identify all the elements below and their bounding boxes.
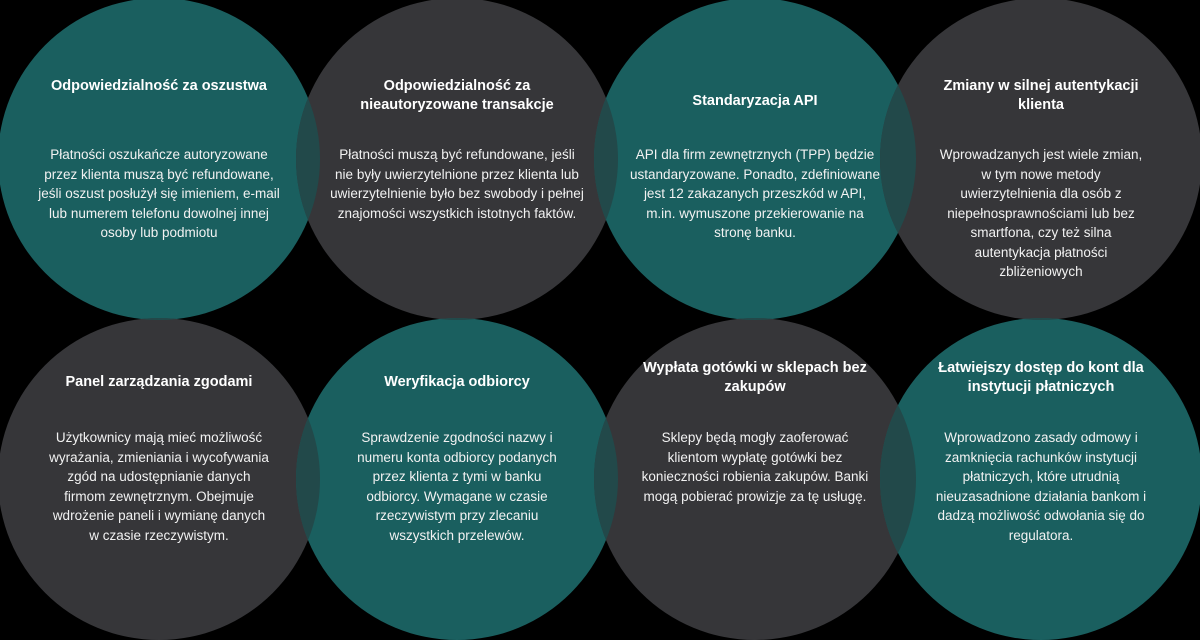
circle-8: Łatwiejszy dostęp do kont dla instytucji… — [880, 318, 1200, 640]
circle-6: Weryfikacja odbiorcy Sprawdzenie zgodnoś… — [296, 318, 618, 640]
circle-text: Użytkownicy mają mieć możliwość wyrażani… — [49, 430, 269, 543]
circle-5-bg — [0, 318, 320, 640]
circle-text: Sklepy będą mogły zaoferować klientom wy… — [641, 430, 869, 504]
circle-title: Zmiany w silnej autentykacji klienta — [943, 78, 1139, 113]
circle-text: Wprowadzanych jest wiele zmian, w tym no… — [939, 147, 1143, 279]
circle-title: Wypłata gotówki w sklepach bez zakupów — [643, 360, 867, 395]
circle-title: Odpowiedzialność za oszustwa — [51, 78, 267, 94]
circle-3-bg — [594, 0, 916, 320]
circle-text: Płatności muszą być refundowane, jeśli n… — [330, 147, 584, 221]
circle-title: Panel zarządzania zgodami — [65, 374, 253, 390]
circle-4-bg — [880, 0, 1200, 320]
circle-3: Standaryzacja API API dla firm zewnętrzn… — [594, 0, 916, 320]
circle-7: Wypłata gotówki w sklepach bez zakupów S… — [594, 318, 916, 640]
circle-text: Sprawdzenie zgodności nazwy i numeru kon… — [357, 430, 557, 543]
circle-text: Płatności oszukańcze autoryzowane przez … — [38, 147, 280, 240]
circle-5: Panel zarządzania zgodami Użytkownicy ma… — [0, 318, 320, 640]
circle-title: Odpowiedzialność za nieautoryzowane tran… — [360, 78, 554, 113]
circle-title: Weryfikacja odbiorcy — [384, 374, 530, 390]
circle-8-bg — [880, 318, 1200, 640]
circle-6-bg — [296, 318, 618, 640]
circle-7-bg — [594, 318, 916, 640]
circle-text: Wprowadzono zasady odmowy i zamknięcia r… — [935, 430, 1147, 543]
circle-title: Standaryzacja API — [692, 93, 818, 109]
circle-4: Zmiany w silnej autentykacji klienta Wpr… — [880, 0, 1200, 320]
circle-2-bg — [296, 0, 618, 320]
circle-2: Odpowiedzialność za nieautoryzowane tran… — [296, 0, 618, 320]
circle-1: Odpowiedzialność za oszustwa Płatności o… — [0, 0, 320, 320]
circle-text: API dla firm zewnętrznych (TPP) będzie u… — [630, 147, 880, 240]
circle-title: Łatwiejszy dostęp do kont dla instytucji… — [938, 360, 1144, 395]
circle-1-bg — [0, 0, 320, 320]
